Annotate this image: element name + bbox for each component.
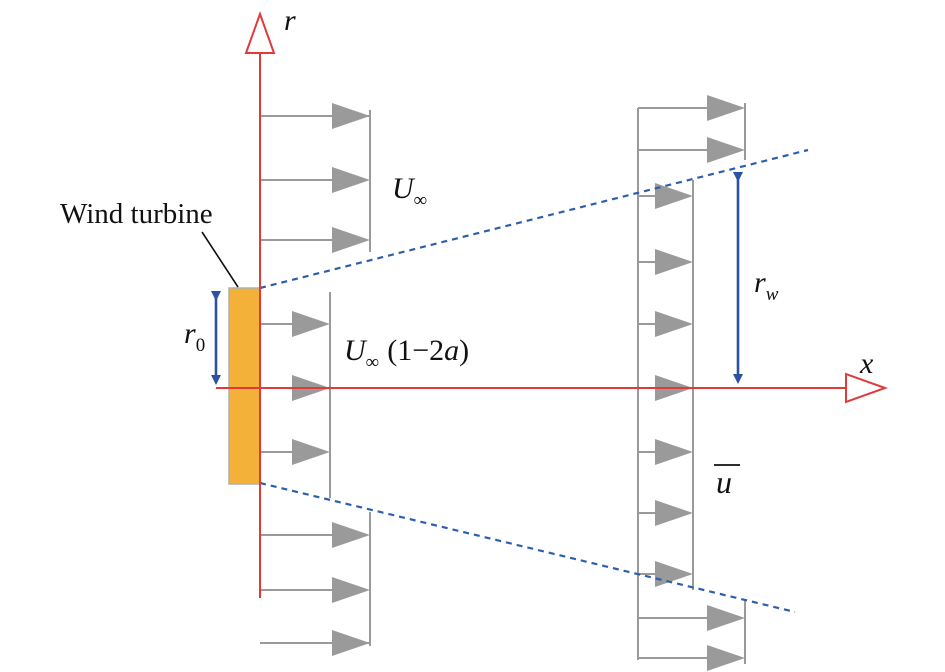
mean-wake-velocity-label: u [714, 464, 740, 500]
turbine-leader-line [201, 231, 239, 288]
r-axis [244, 11, 276, 598]
wake-deficit-arrow [638, 439, 693, 465]
axis-r-label: r [284, 4, 296, 37]
freestream-arrow [260, 630, 370, 656]
x-axis-arrowhead-icon [845, 372, 888, 404]
inflow-velocity-profile [260, 103, 371, 656]
wake-deficit-arrow [638, 249, 693, 275]
wind-turbine-rotor [228, 287, 261, 485]
wake-outer-arrow [638, 605, 745, 631]
wake-outer-arrow [638, 95, 745, 121]
rotor-velocity-label: U∞(1−2a) [344, 334, 469, 373]
rotor-arrow [260, 439, 330, 465]
wind-turbine-label: Wind turbine [60, 198, 213, 230]
axis-x-label: x [859, 347, 874, 380]
r-axis-arrowhead-icon [244, 11, 276, 54]
x-axis [216, 372, 888, 404]
freestream-arrow [260, 577, 370, 603]
rw-label: rw [754, 266, 779, 305]
freestream-arrow [260, 103, 370, 129]
wake-outer-arrow [638, 137, 745, 163]
wake-deficit-arrow [638, 561, 693, 587]
wake-velocity-profile [637, 95, 746, 671]
wake-deficit-arrow [638, 500, 693, 526]
rotor-arrow [260, 311, 330, 337]
freestream-arrow [260, 227, 370, 253]
freestream-velocity-label: U∞ [392, 172, 427, 211]
wake-boundary-lower [259, 481, 796, 614]
r0-label: r0 [184, 317, 205, 356]
wake-deficit-arrow [638, 183, 693, 209]
wake-deficit-arrow [638, 311, 693, 337]
freestream-arrow [260, 167, 370, 193]
svg-text:u: u [716, 464, 732, 500]
freestream-arrow [260, 522, 370, 548]
wake-outer-arrow [638, 645, 745, 671]
